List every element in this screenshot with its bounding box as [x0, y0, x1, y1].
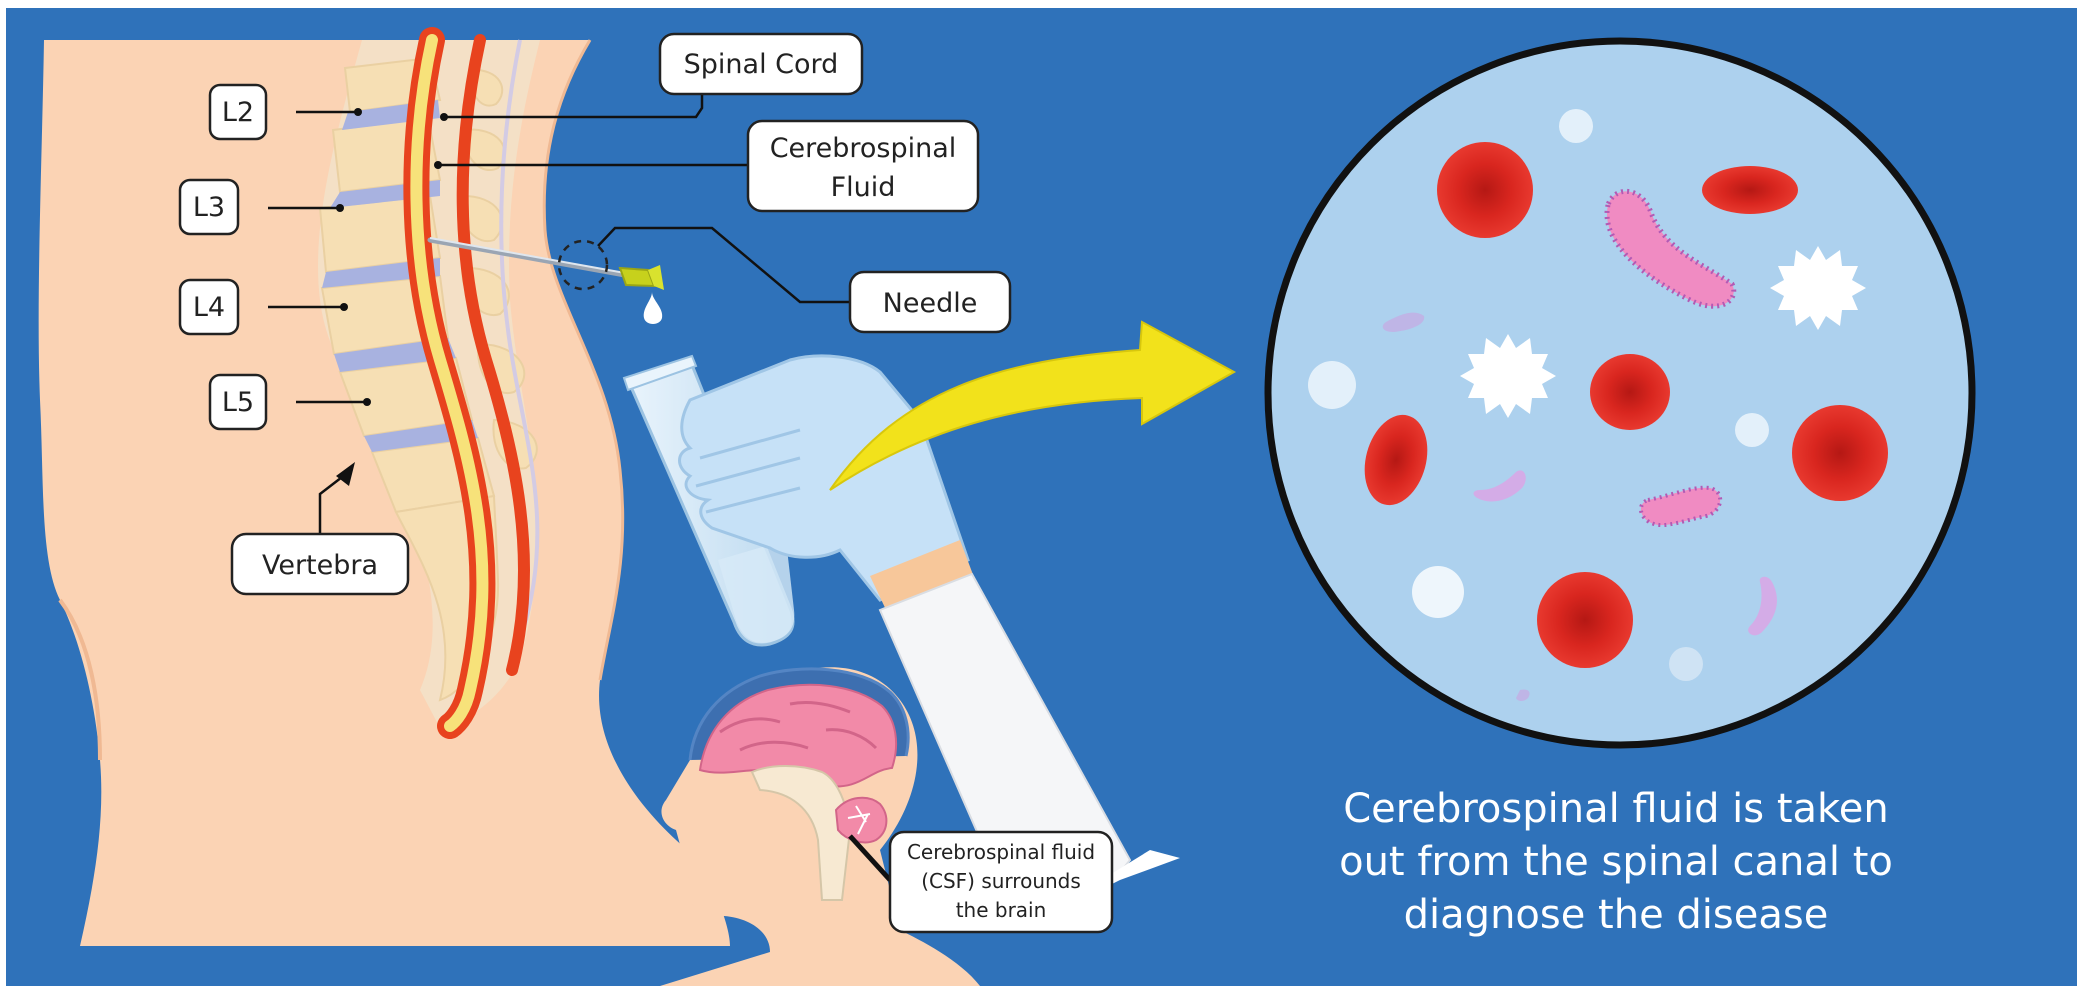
caption-line2: out from the spinal canal to — [1339, 839, 1893, 885]
brain-callout-line1: Cerebrospinal fluid — [907, 840, 1095, 864]
label-l4-text: L4 — [193, 292, 225, 323]
label-spinal-cord-text: Spinal Cord — [684, 49, 839, 80]
brain-callout: Cerebrospinal fluid (CSF) surrounds the … — [850, 832, 1112, 932]
label-l2-text: L2 — [222, 97, 254, 128]
caption-line3: diagnose the disease — [1404, 892, 1829, 938]
brain-callout-line3: the brain — [956, 898, 1047, 922]
caption: Cerebrospinal fluid is taken out from th… — [1339, 786, 1893, 938]
label-csf-line1: Cerebrospinal — [770, 133, 957, 164]
label-l5-text: L5 — [222, 387, 254, 418]
brain-callout-line2: (CSF) surrounds — [921, 869, 1081, 893]
microscopic-view — [1268, 41, 1972, 745]
label-vertebra-text: Vertebra — [262, 550, 378, 581]
label-csf-line2: Fluid — [831, 172, 896, 203]
label-l3-text: L3 — [193, 192, 225, 223]
label-needle-text: Needle — [883, 288, 978, 319]
caption-line1: Cerebrospinal fluid is taken — [1343, 786, 1889, 832]
